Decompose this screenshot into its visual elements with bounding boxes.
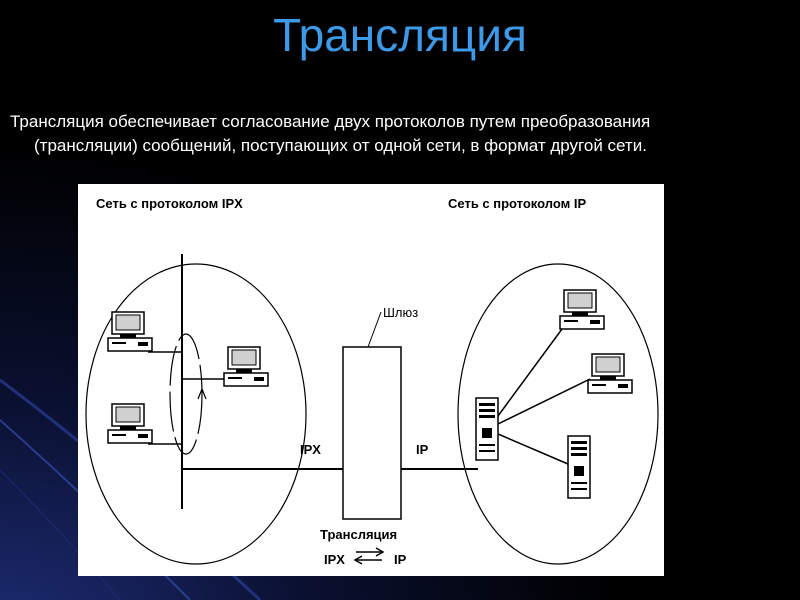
ipx-computer-icon (107, 403, 153, 444)
ipx-computer-icon (223, 346, 269, 387)
gateway-label-pointer (367, 311, 382, 348)
ip-protocol-label: IP (416, 442, 429, 457)
ip-network-label: Сеть с протоколом IP (448, 196, 586, 211)
server-to-pc-link (497, 328, 563, 417)
diagram-canvas: Сеть с протоколом IPX Шлюз IPX IP Сеть с… (85, 196, 659, 567)
slide-description: Трансляция обеспечивает согласование дву… (10, 110, 780, 158)
description-line-1: Трансляция обеспечивает согласование дву… (10, 112, 651, 131)
gateway-box (342, 346, 402, 520)
ipx-network-label: Сеть с протоколом IPX (96, 196, 243, 211)
network-diagram: Сеть с протоколом IPX Шлюз IPX IP Сеть с… (78, 184, 664, 576)
server-to-server-link (497, 433, 569, 465)
ip-server-icon (475, 397, 499, 461)
ipx-computer-icon (107, 311, 153, 352)
translation-from: IPX (324, 552, 345, 567)
ipx-protocol-label: IPX (300, 442, 321, 457)
ip-network-ellipse (457, 263, 659, 565)
translation-label: Трансляция (320, 527, 397, 542)
translation-to: IP (394, 552, 407, 567)
gateway-label: Шлюз (383, 305, 418, 320)
token-ring-arrow-icon (169, 333, 203, 455)
ip-computer-icon (559, 289, 605, 330)
description-line-2: (трансляции) сообщений, поступающих от о… (34, 136, 647, 155)
translation-arrows-icon (353, 547, 385, 565)
ip-server-icon (567, 435, 591, 499)
ip-computer-icon (587, 353, 633, 394)
server-to-pc-link (497, 378, 591, 425)
slide-title: Трансляция (273, 9, 527, 61)
ipx-network-ellipse (85, 263, 307, 565)
ring-arrowhead-icon (197, 387, 207, 400)
